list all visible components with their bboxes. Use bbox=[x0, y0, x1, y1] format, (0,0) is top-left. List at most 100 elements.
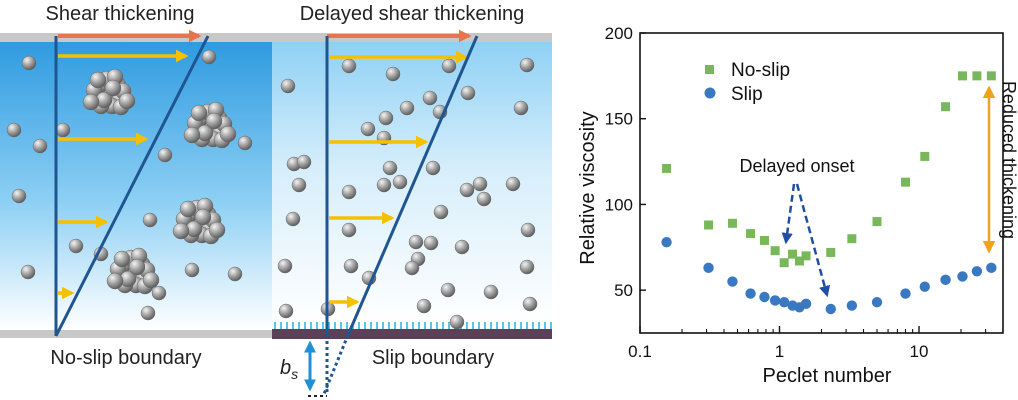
data-point-slip bbox=[957, 271, 968, 282]
boundary-label-slip: Slip boundary bbox=[372, 347, 494, 369]
data-point-no-slip bbox=[794, 256, 804, 266]
data-point-no-slip bbox=[727, 218, 737, 228]
particle bbox=[513, 100, 529, 116]
data-point-slip bbox=[769, 295, 781, 306]
profile-extrapolation bbox=[322, 334, 350, 395]
data-point-no-slip bbox=[759, 235, 769, 245]
particle bbox=[341, 184, 357, 200]
particle bbox=[519, 57, 535, 73]
particle bbox=[382, 160, 398, 176]
particle bbox=[32, 138, 48, 154]
data-point-no-slip bbox=[826, 247, 836, 257]
particle bbox=[408, 234, 424, 250]
particle bbox=[183, 126, 201, 144]
data-point-no-slip bbox=[958, 71, 968, 81]
panel-delayed-shear-thickening: Delayed shear thickening bs Slip boundar… bbox=[272, 3, 552, 397]
slip-length-label: bs bbox=[280, 357, 298, 382]
particle bbox=[118, 92, 136, 110]
data-point-slip bbox=[846, 300, 858, 311]
particle bbox=[449, 314, 465, 330]
data-point-slip bbox=[919, 281, 930, 292]
data-point-no-slip bbox=[920, 151, 930, 161]
annotation-delayed-onset: Delayed onset bbox=[739, 156, 854, 176]
particle bbox=[341, 58, 357, 74]
particle bbox=[296, 154, 312, 170]
x-tick-label: 0.1 bbox=[628, 342, 652, 361]
boundary-label-no-slip: No-slip boundary bbox=[50, 347, 201, 369]
particle bbox=[190, 104, 208, 122]
particle bbox=[505, 176, 521, 192]
particle bbox=[278, 303, 294, 319]
particle bbox=[433, 204, 449, 220]
particle bbox=[459, 182, 475, 198]
annotation-reduced-thickening: Reduced thickening bbox=[999, 81, 1018, 239]
data-point-no-slip bbox=[788, 249, 798, 259]
y-tick-label: 200 bbox=[605, 24, 633, 43]
data-point-no-slip bbox=[900, 177, 910, 187]
particle bbox=[151, 285, 167, 301]
particle bbox=[277, 258, 293, 274]
particle bbox=[392, 174, 408, 190]
particle bbox=[128, 258, 146, 276]
legend-marker-no-slip bbox=[705, 65, 714, 74]
data-point-no-slip bbox=[746, 229, 756, 239]
particle bbox=[454, 239, 470, 255]
particle bbox=[280, 78, 296, 94]
particle bbox=[520, 222, 536, 238]
particle bbox=[440, 282, 456, 298]
y-tick-label: 150 bbox=[605, 110, 633, 129]
x-tick-label: 10 bbox=[910, 342, 929, 361]
data-point-no-slip bbox=[770, 246, 780, 256]
legend-label-slip: Slip bbox=[731, 84, 763, 105]
particle bbox=[68, 238, 84, 254]
particle bbox=[184, 262, 200, 278]
particle bbox=[106, 272, 124, 290]
particle bbox=[142, 212, 158, 228]
onset-arrow bbox=[795, 183, 831, 298]
particle bbox=[425, 160, 441, 176]
panel-shear-thickening: Shear thickening No-slip boundary bbox=[0, 3, 272, 369]
particle bbox=[82, 93, 100, 111]
particle bbox=[522, 296, 538, 312]
particle bbox=[205, 112, 223, 130]
particle bbox=[208, 221, 226, 239]
data-point-no-slip bbox=[704, 220, 714, 230]
data-point-slip bbox=[900, 288, 911, 299]
particle bbox=[179, 200, 197, 218]
data-point-no-slip bbox=[779, 258, 789, 268]
data-point-no-slip bbox=[662, 163, 672, 173]
particle bbox=[404, 260, 420, 276]
data-point-no-slip bbox=[986, 71, 996, 81]
onset-arrow bbox=[781, 183, 796, 245]
particle bbox=[227, 266, 243, 282]
data-point-slip bbox=[778, 296, 790, 308]
particle bbox=[472, 176, 488, 192]
data-point-no-slip bbox=[872, 217, 882, 227]
particles bbox=[277, 57, 538, 330]
slip-surface-hatch bbox=[274, 322, 552, 329]
particle bbox=[194, 208, 212, 226]
data-point-slip bbox=[703, 262, 714, 274]
data-point-no-slip bbox=[941, 102, 951, 112]
particle bbox=[6, 122, 22, 138]
y-axis-label: Relative viscosity bbox=[577, 111, 599, 264]
particle bbox=[399, 100, 415, 116]
particle bbox=[113, 250, 131, 268]
particles bbox=[6, 49, 253, 321]
data-point-slip bbox=[727, 276, 738, 287]
particle bbox=[460, 85, 476, 101]
particle bbox=[172, 222, 190, 240]
data-point-slip bbox=[971, 266, 983, 277]
particle bbox=[20, 264, 36, 280]
particle bbox=[376, 177, 392, 193]
plot-frame bbox=[639, 32, 1004, 334]
particle bbox=[416, 298, 432, 314]
data-point-no-slip bbox=[847, 234, 857, 244]
legend-marker-slip bbox=[704, 87, 716, 99]
data-point-slip bbox=[825, 303, 836, 315]
particle bbox=[142, 271, 160, 289]
particle bbox=[11, 188, 27, 204]
velocity-profile-line bbox=[346, 35, 479, 336]
